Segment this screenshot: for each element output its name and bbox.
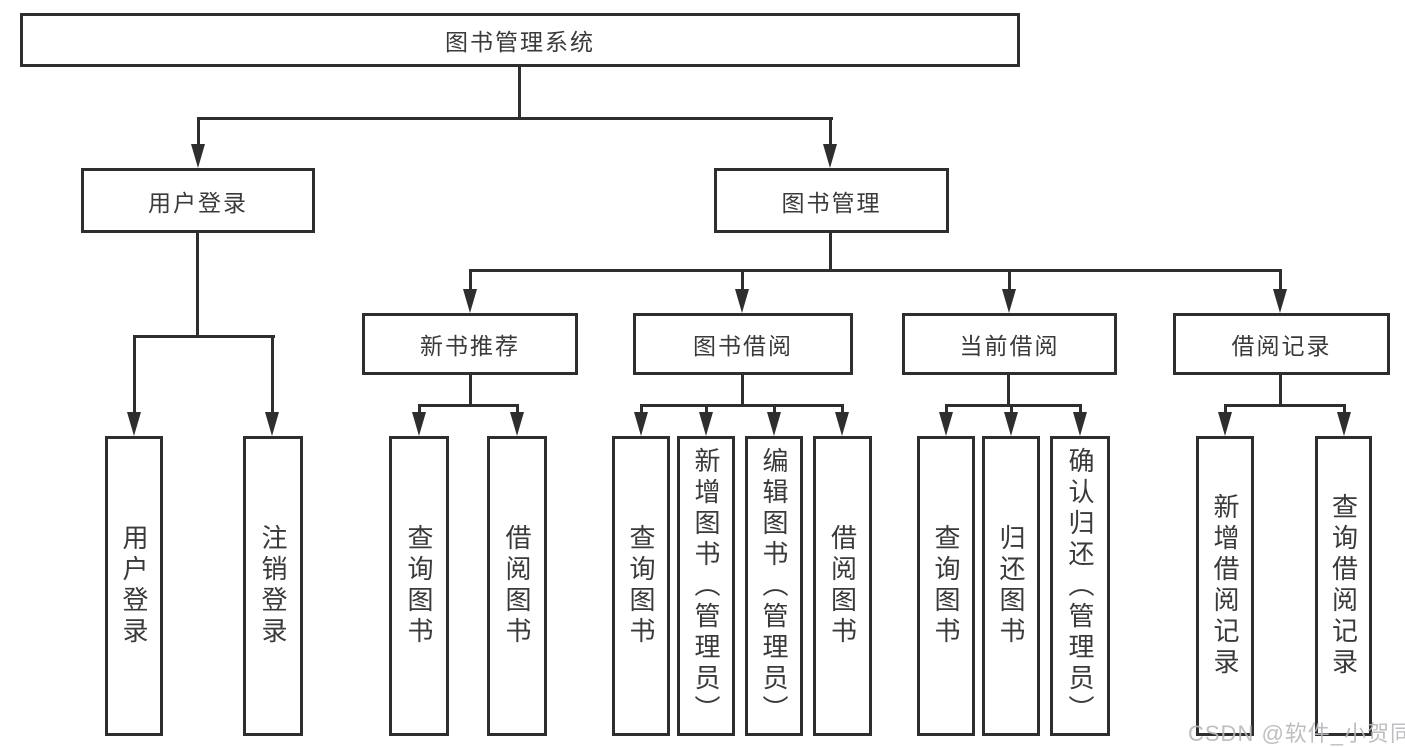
down-arrowhead-icon	[735, 289, 749, 313]
connector-leaf	[516, 404, 519, 414]
node-group-current-borrow: 当前借阅	[902, 313, 1117, 375]
connector-leaf	[705, 404, 708, 414]
connector-book-borrow-stem	[741, 375, 744, 407]
node-root: 图书管理系统	[20, 13, 1020, 67]
node-leaf-confirm-return-admin-label: 确认归还（管理员）	[1065, 446, 1095, 726]
connector-leaf	[640, 404, 643, 414]
node-book-management-branch: 图书管理	[714, 168, 949, 233]
down-arrowhead-icon	[1337, 412, 1351, 436]
connector-leaf	[418, 404, 421, 414]
node-leaf-add-book-admin-label: 新增图书（管理员）	[691, 446, 721, 726]
down-arrowhead-icon	[1273, 289, 1287, 313]
down-arrowhead-icon	[510, 412, 524, 436]
connector-current-borrow-split	[945, 404, 1081, 407]
connector-login-stem	[196, 233, 199, 337]
node-leaf-confirm-return-admin: 确认归还（管理员）	[1050, 436, 1110, 736]
connector-leaf	[1010, 404, 1013, 414]
node-leaf-query-books-1-label: 查询图书	[404, 524, 434, 648]
node-book-management-branch-label: 图书管理	[781, 189, 882, 216]
node-leaf-borrow-books-2: 借阅图书	[813, 436, 872, 736]
node-leaf-edit-book-admin: 编辑图书（管理员）	[745, 436, 803, 736]
node-leaf-query-borrow-record-label: 查询借阅记录	[1328, 493, 1359, 679]
node-leaf-query-books-2: 查询图书	[612, 436, 670, 736]
connector-leaf	[945, 404, 948, 414]
down-arrowhead-icon	[463, 289, 477, 313]
connector-to-new-books	[469, 269, 472, 290]
connector-root-split	[197, 117, 833, 120]
watermark-text: CSDN @软件_小贺同学	[1188, 721, 1405, 746]
connector-borrow-records-split	[1224, 404, 1345, 407]
node-leaf-edit-book-admin-label: 编辑图书（管理员）	[759, 446, 789, 726]
node-leaf-user-login-label: 用户登录	[119, 524, 149, 648]
node-leaf-add-borrow-record-label: 新增借阅记录	[1210, 493, 1240, 679]
down-arrowhead-icon	[191, 144, 205, 168]
connector-new-books-split	[418, 404, 519, 407]
node-root-label: 图书管理系统	[445, 29, 595, 55]
connector-to-book-management	[829, 117, 832, 146]
node-leaf-query-books-2-label: 查询图书	[626, 524, 656, 648]
node-leaf-return-book-label: 归还图书	[996, 524, 1026, 648]
down-arrowhead-icon	[634, 412, 648, 436]
connector-to-leaf-user-login	[133, 335, 136, 412]
node-leaf-logout-label: 注销登录	[258, 524, 288, 648]
down-arrowhead-icon	[127, 412, 141, 436]
node-leaf-query-books-3: 查询图书	[917, 436, 975, 736]
down-arrowhead-icon	[699, 412, 713, 436]
node-leaf-add-borrow-record: 新增借阅记录	[1196, 436, 1254, 736]
node-group-book-borrow-label: 图书借阅	[693, 333, 793, 359]
connector-leaf	[1224, 404, 1227, 414]
connector-to-borrow-records	[1279, 269, 1282, 290]
connector-leaf	[1343, 404, 1346, 414]
node-leaf-borrow-books-1: 借阅图书	[487, 436, 547, 736]
connector-to-book-borrow	[741, 269, 744, 290]
node-leaf-return-book: 归还图书	[982, 436, 1040, 736]
down-arrowhead-icon	[835, 412, 849, 436]
down-arrowhead-icon	[412, 412, 426, 436]
node-group-new-books: 新书推荐	[362, 313, 578, 375]
connector-current-borrow-stem	[1007, 375, 1010, 407]
node-leaf-borrow-books-1-label: 借阅图书	[502, 524, 532, 648]
down-arrowhead-icon	[823, 144, 837, 168]
node-leaf-add-book-admin: 新增图书（管理员）	[677, 436, 735, 736]
connector-book-borrow-split	[640, 404, 844, 407]
connector-management-stem	[829, 233, 832, 271]
connector-leaf	[1079, 404, 1082, 414]
connector-leaf	[773, 404, 776, 414]
down-arrowhead-icon	[1004, 412, 1018, 436]
connector-new-books-stem	[469, 375, 472, 407]
connector-management-split	[469, 269, 1282, 272]
connector-borrow-records-stem	[1279, 375, 1282, 407]
node-user-login-branch-label: 用户登录	[148, 189, 248, 216]
node-group-new-books-label: 新书推荐	[420, 333, 520, 359]
connector-to-current-borrow	[1008, 269, 1011, 290]
connector-login-split	[133, 335, 275, 338]
node-user-login-branch: 用户登录	[81, 168, 315, 233]
node-group-borrow-records: 借阅记录	[1173, 313, 1390, 375]
connector-to-leaf-logout	[271, 335, 274, 412]
node-leaf-query-borrow-record: 查询借阅记录	[1315, 436, 1372, 736]
node-group-borrow-records-label: 借阅记录	[1231, 333, 1332, 359]
connector-leaf	[841, 404, 844, 414]
down-arrowhead-icon	[265, 412, 279, 436]
down-arrowhead-icon	[1073, 412, 1087, 436]
node-leaf-query-books-1: 查询图书	[389, 436, 449, 736]
node-leaf-logout: 注销登录	[243, 436, 303, 736]
node-group-current-borrow-label: 当前借阅	[959, 333, 1060, 359]
down-arrowhead-icon	[1218, 412, 1232, 436]
node-group-book-borrow: 图书借阅	[633, 313, 853, 375]
down-arrowhead-icon	[939, 412, 953, 436]
connector-root-stem	[518, 67, 521, 118]
node-leaf-query-books-3-label: 查询图书	[931, 524, 961, 648]
node-leaf-user-login: 用户登录	[105, 436, 163, 736]
node-leaf-borrow-books-2-label: 借阅图书	[827, 524, 858, 648]
down-arrowhead-icon	[767, 412, 781, 436]
connector-to-user-login	[197, 117, 200, 146]
down-arrowhead-icon	[1002, 289, 1016, 313]
